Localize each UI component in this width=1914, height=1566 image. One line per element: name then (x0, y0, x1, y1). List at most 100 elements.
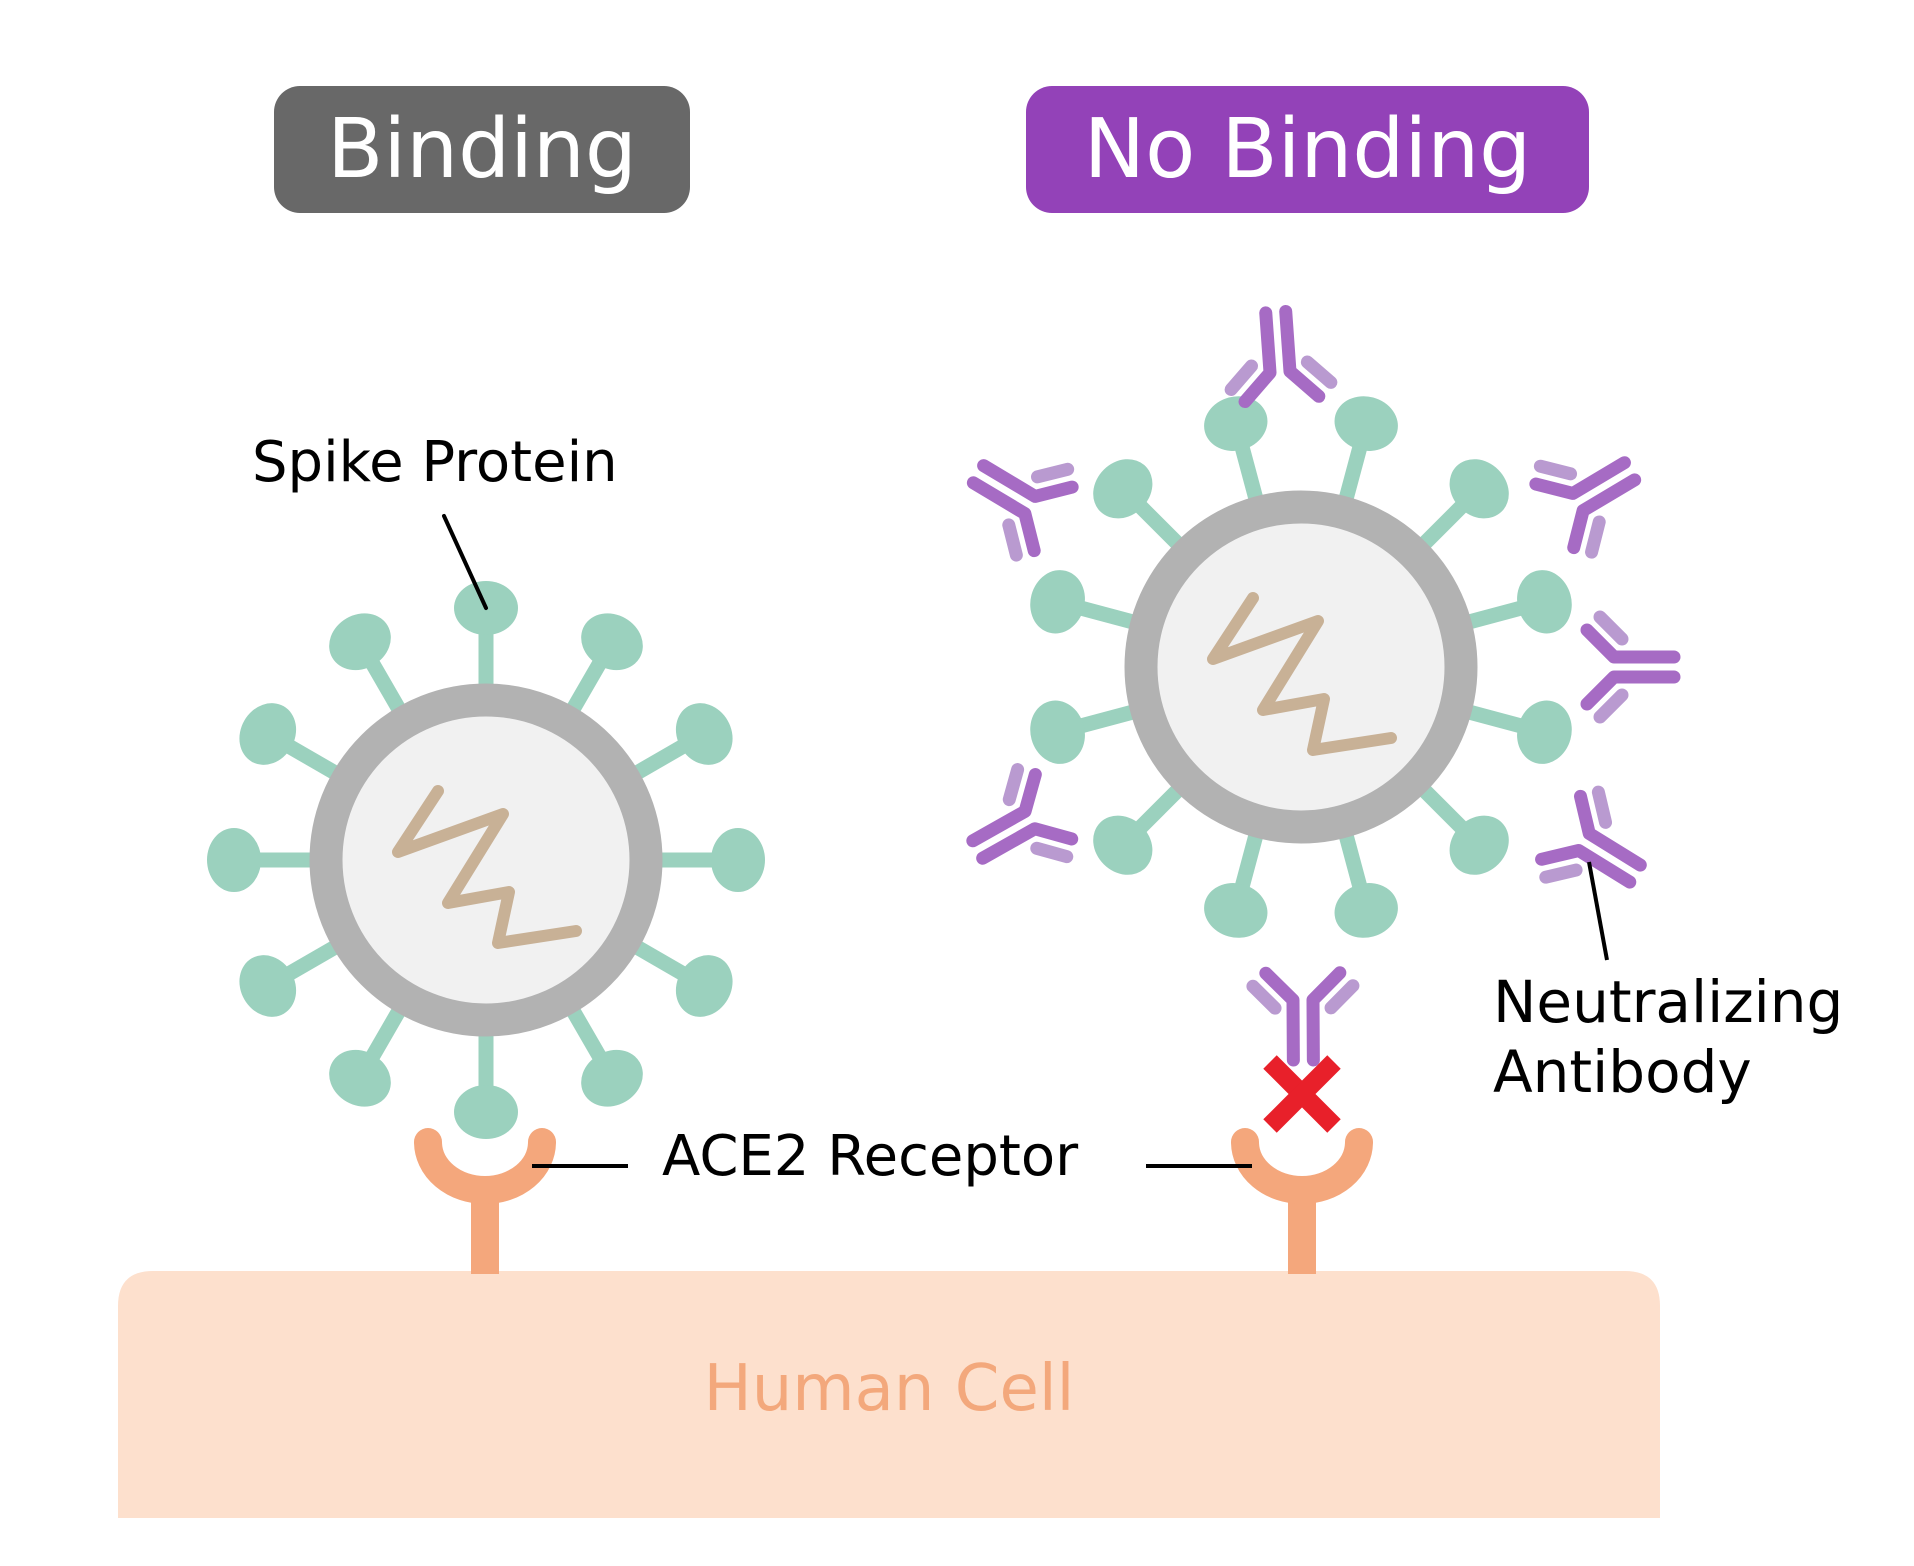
spike-protein (581, 1049, 643, 1107)
heavy-chain (1306, 966, 1347, 1067)
spike-protein-label: Spike Protein (252, 430, 618, 495)
spike-protein (207, 828, 261, 892)
spike-protein (1449, 815, 1509, 875)
heavy-chain (1573, 789, 1647, 872)
spike-protein (329, 613, 391, 671)
no-binding-title-badge: No Binding (1026, 86, 1589, 213)
receptor-cup (1231, 1128, 1373, 1204)
spike-protein (675, 703, 733, 765)
light-chain (1031, 462, 1075, 484)
virus-envelope (309, 683, 663, 1037)
x-mark-icon (1263, 1055, 1341, 1133)
viral-rna (392, 785, 582, 949)
spike-protein (239, 703, 297, 765)
heavy-chain (1259, 966, 1300, 1067)
spike-protein (329, 1049, 391, 1107)
spike-protein (1449, 459, 1509, 519)
light-chain (1533, 459, 1578, 481)
spike-stalk (564, 1003, 609, 1065)
spike-protein (711, 828, 765, 892)
light-chain (1300, 355, 1338, 389)
light-chain (1246, 979, 1282, 1015)
light-chain (1324, 979, 1360, 1015)
spike-protein (1334, 883, 1398, 938)
heavy-chain (977, 459, 1079, 503)
spike-stalk (1463, 599, 1528, 631)
spike-stalk (564, 655, 609, 717)
spike-stalk (363, 1003, 408, 1065)
spike-protein (1517, 700, 1572, 764)
spike-protein (1334, 396, 1398, 451)
spike-protein (1030, 700, 1085, 764)
ace2-receptor-icon (414, 1128, 556, 1274)
light-chain (1030, 841, 1074, 864)
spike-stalk (1233, 440, 1265, 505)
light-chain (1593, 688, 1629, 724)
spike-protein (581, 613, 643, 671)
light-chain (1002, 518, 1023, 562)
spike-stalk (1337, 440, 1369, 505)
virus-icon (1030, 396, 1572, 938)
ace2-receptor-label: ACE2 Receptor (662, 1124, 1079, 1189)
spike-stalk (629, 737, 691, 782)
spike-protein (1517, 570, 1572, 634)
spike-stalk (1415, 781, 1471, 837)
neutralizing-antibody-label-line1: Neutralizing (1493, 968, 1844, 1036)
human-cell-label: Human Cell (703, 1352, 1075, 1426)
spike-stalk (1131, 497, 1187, 553)
neutralizing-antibody-label-line2: Antibody (1493, 1037, 1752, 1106)
antibody-icon (1529, 456, 1642, 559)
viral-rna (1207, 592, 1397, 756)
spike-stalk (1337, 829, 1369, 894)
spike-stalk (1131, 781, 1187, 837)
spike-leader-line (442, 514, 488, 610)
spike-stalk (1074, 703, 1139, 735)
antibody-icon (1580, 610, 1681, 724)
spike-stalk (281, 737, 343, 782)
virus-icon (207, 581, 765, 1139)
human-cell (118, 1271, 1660, 1518)
spike-protein (1204, 396, 1268, 451)
spike-stalk (1233, 829, 1265, 894)
heavy-chain (1580, 623, 1681, 664)
heavy-chain (976, 822, 1079, 865)
spike-protein (675, 955, 733, 1017)
heavy-chain (1238, 306, 1277, 409)
spike-stalk (1074, 599, 1139, 631)
ace2-receptor-icon (1231, 1128, 1373, 1274)
spike-protein (239, 955, 297, 1017)
spike-protein (1093, 459, 1153, 519)
antibody-icon (1535, 785, 1647, 889)
antibody-group (966, 304, 1681, 1067)
antibody-icon (1246, 966, 1360, 1067)
heavy-chain (966, 768, 1042, 848)
light-chain (1002, 763, 1025, 807)
light-chain (1539, 863, 1583, 884)
spike-stalk (281, 938, 343, 983)
spike-stalk (1415, 497, 1471, 553)
light-chain (1585, 515, 1606, 559)
spike-stalk (363, 655, 408, 717)
antibody-icon (1224, 304, 1338, 409)
virus-envelope (1124, 490, 1478, 844)
light-chain (1593, 610, 1629, 646)
heavy-chain (1279, 304, 1326, 403)
spike-protein (1093, 815, 1153, 875)
antibody-leader-line (1587, 861, 1609, 961)
heavy-chain (1567, 473, 1642, 555)
spike-protein (1204, 883, 1268, 938)
spike-stalk (1463, 703, 1528, 735)
binding-title-badge: Binding (274, 86, 690, 213)
neutralizing-antibody-label: Neutralizing Antibody (1493, 968, 1843, 1107)
antibody-icon (966, 459, 1079, 562)
heavy-chain (966, 476, 1041, 558)
spike-protein (454, 1085, 518, 1139)
antibody-icon (966, 763, 1079, 865)
heavy-chain (1529, 456, 1631, 500)
spike-stalk (629, 938, 691, 983)
light-chain (1224, 359, 1259, 397)
no-binding-title: No Binding (1083, 102, 1532, 197)
binding-title: Binding (327, 102, 637, 197)
light-chain (1591, 785, 1613, 829)
